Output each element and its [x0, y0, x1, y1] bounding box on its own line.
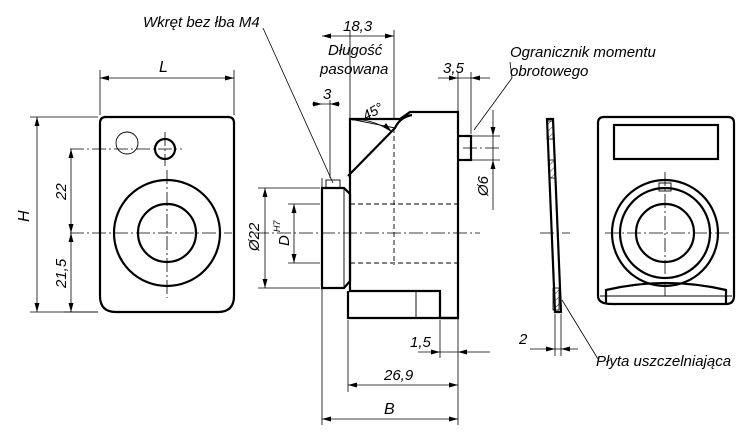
dim-22: 22 — [53, 183, 70, 201]
dim-phi22: Ø22 — [246, 222, 263, 252]
dim-phi6: Ø6 — [475, 175, 492, 197]
labels: Wkręt bez łba M4 Długość pasowana Ograni… — [16, 14, 731, 418]
set-screw-icon — [325, 179, 341, 189]
label-torque-limiter-1: Ogranicznik momentu — [510, 44, 657, 61]
dim-D: D — [276, 235, 293, 246]
side-view — [255, 27, 513, 425]
dim-H: H — [16, 210, 33, 222]
back-view — [596, 115, 736, 306]
label-screw: Wkręt bez łba M4 — [143, 14, 260, 31]
dim-21-5: 21,5 — [53, 258, 70, 289]
dim-L: L — [159, 59, 168, 76]
label-fit-length-2: pasowana — [319, 61, 388, 78]
dim-3-5: 3,5 — [443, 60, 465, 77]
dim-3: 3 — [323, 86, 332, 103]
dim-2: 2 — [518, 331, 528, 348]
dim-B: B — [384, 401, 395, 418]
front-view — [30, 70, 236, 314]
label-fit-length-1: Długość — [328, 42, 383, 59]
seal-plate-profile — [530, 117, 599, 360]
display-window — [612, 123, 720, 161]
dim-18-3: 18,3 — [343, 18, 373, 35]
dim-26-9: 26,9 — [383, 367, 414, 384]
dim-1-5: 1,5 — [410, 334, 432, 351]
display-hole-circle — [115, 131, 139, 155]
dim-H7: H7 — [272, 220, 282, 232]
label-torque-limiter-2: obrotowego — [510, 63, 588, 80]
label-seal-plate: Płyta uszczelniająca — [596, 353, 731, 370]
